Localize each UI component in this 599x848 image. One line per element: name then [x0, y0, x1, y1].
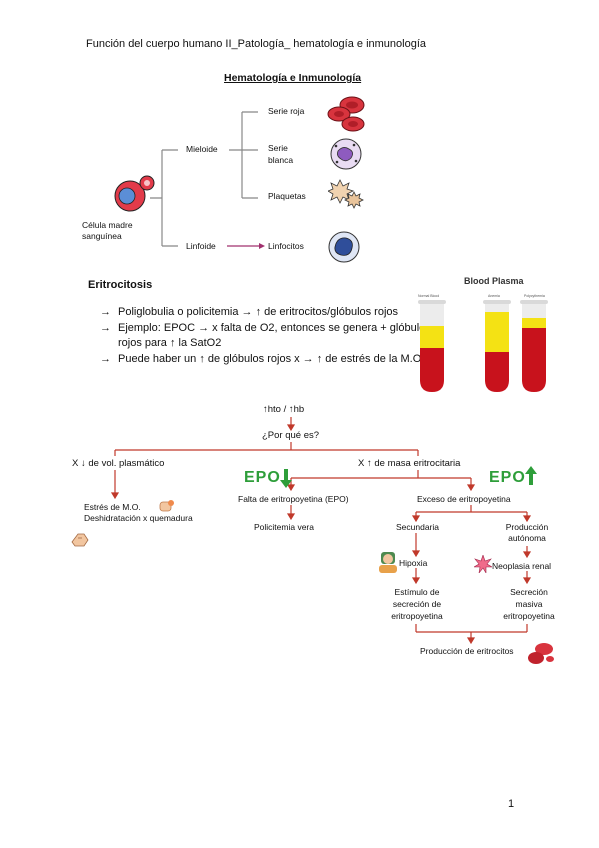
produccion-autonoma-label: Producción autónoma: [505, 522, 549, 543]
erythrocytes-icon: [528, 643, 554, 664]
hypoxia-person-icon: [379, 552, 397, 573]
page-number: 1: [508, 798, 515, 810]
test-tubes-graphic: [418, 300, 548, 392]
list-item: →Puede haber un ↑ de glóbulos rojos x → …: [100, 353, 425, 365]
red-blood-cells-icon: [327, 96, 365, 132]
flow-question: ¿Por qué es?: [262, 430, 320, 441]
flow-right-branch: X ↑ de masa eritrocitaria: [358, 458, 461, 469]
root-label: Célula madre sanguínea: [82, 220, 133, 241]
secrecion-label: Secreción masiva eritropoyetina: [503, 587, 555, 621]
lymphocyte-icon: [328, 231, 360, 263]
flow-top: ↑hto / ↑hb: [263, 404, 305, 415]
neoplasia-label: Neoplasia renal: [492, 561, 552, 571]
section-title: Eritrocitosis: [88, 279, 153, 291]
tumor-cell-icon: [474, 555, 492, 573]
tube-label: Normal Blood: [418, 294, 440, 298]
bullet-list: →Poliglobulia o policitemia → ↑ de eritr…: [100, 305, 440, 368]
estres-label: Estrés de M.O.: [84, 502, 141, 512]
arrow-up-icon: [525, 466, 537, 485]
blood-plasma-figure: Blood Plasma Normal Blood Anemia Polycyt…: [412, 272, 562, 394]
produccion-label: Producción de eritrocitos: [420, 646, 514, 656]
blood-plasma-title: Blood Plasma: [464, 276, 524, 286]
page-title: Hematología e Inmunología: [224, 72, 362, 84]
deshidratacion-label: Deshidratación x quemadura: [84, 513, 193, 523]
white-blood-cell-icon: [330, 138, 362, 170]
stem-cell-icon: [114, 175, 155, 212]
exceso-epo-label: Exceso de eritropoyetina: [417, 494, 511, 504]
document-header: Función del cuerpo humano II_Patología_ …: [86, 38, 427, 50]
secundaria-label: Secundaria: [396, 522, 440, 532]
platelets-icon: [328, 179, 364, 209]
list-item: →Poliglobulia o policitemia → ↑ de eritr…: [100, 306, 399, 318]
list-item: →Ejemplo: EPOC → x falta de O2, entonces…: [100, 322, 431, 349]
plaquetas-label: Plaquetas: [268, 191, 306, 201]
flow-left-branch: X ↓ de vol. plasmático: [72, 458, 165, 469]
estimulo-label: Estímulo de secreción de eritropoyetina: [391, 587, 443, 621]
serie-roja-label: Serie roja: [268, 106, 305, 116]
serie-blanca-label: Serie blanca: [268, 143, 294, 165]
burn-hand-icon: [71, 533, 89, 547]
policitemia-label: Policitemia vera: [254, 522, 314, 532]
mieloide-label: Mieloide: [186, 144, 218, 154]
arrow-down-icon: [280, 469, 292, 488]
falta-epo-label: Falta de eritropoyetina (EPO): [238, 494, 349, 504]
tube-label: Anemia: [488, 294, 500, 298]
stress-icon: [159, 500, 174, 512]
linfoide-label: Linfoide: [186, 241, 216, 251]
hipoxia-label: Hipoxia: [399, 558, 428, 568]
tube-label: Polycythemia: [524, 294, 545, 298]
linfocitos-label: Linfocitos: [268, 241, 304, 251]
